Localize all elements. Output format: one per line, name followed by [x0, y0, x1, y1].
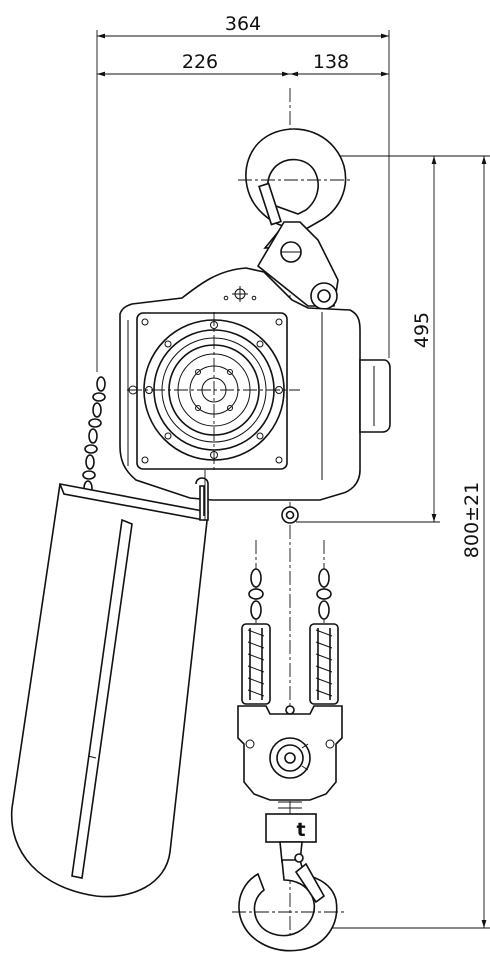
dimension-overall-width: 364 [96, 13, 390, 372]
load-chain-left [241, 568, 271, 705]
dimension-height-495: 495 [296, 155, 440, 523]
dimension-right-width: 138 [290, 51, 389, 77]
hook-suspension-block [256, 221, 339, 310]
gear-cover-plate [127, 312, 300, 470]
bottom-eye [281, 506, 299, 524]
dim-label-495: 495 [411, 312, 433, 348]
top-hook [238, 128, 352, 249]
hook-block-label: t [296, 819, 305, 841]
dim-label-right-width: 138 [313, 51, 349, 73]
dim-label-left-width: 226 [182, 51, 218, 73]
dimension-height-800: 800±21 [320, 155, 490, 929]
bottom-hook-block: t [237, 705, 343, 863]
load-chain-right [309, 568, 339, 705]
chain-bag [10, 477, 209, 898]
bottom-hook [232, 853, 346, 952]
dim-label-overall-width: 364 [225, 13, 261, 35]
dimension-left-width: 226 [97, 51, 290, 77]
hand-chain [82, 376, 106, 496]
dim-label-800: 800±21 [461, 482, 483, 558]
